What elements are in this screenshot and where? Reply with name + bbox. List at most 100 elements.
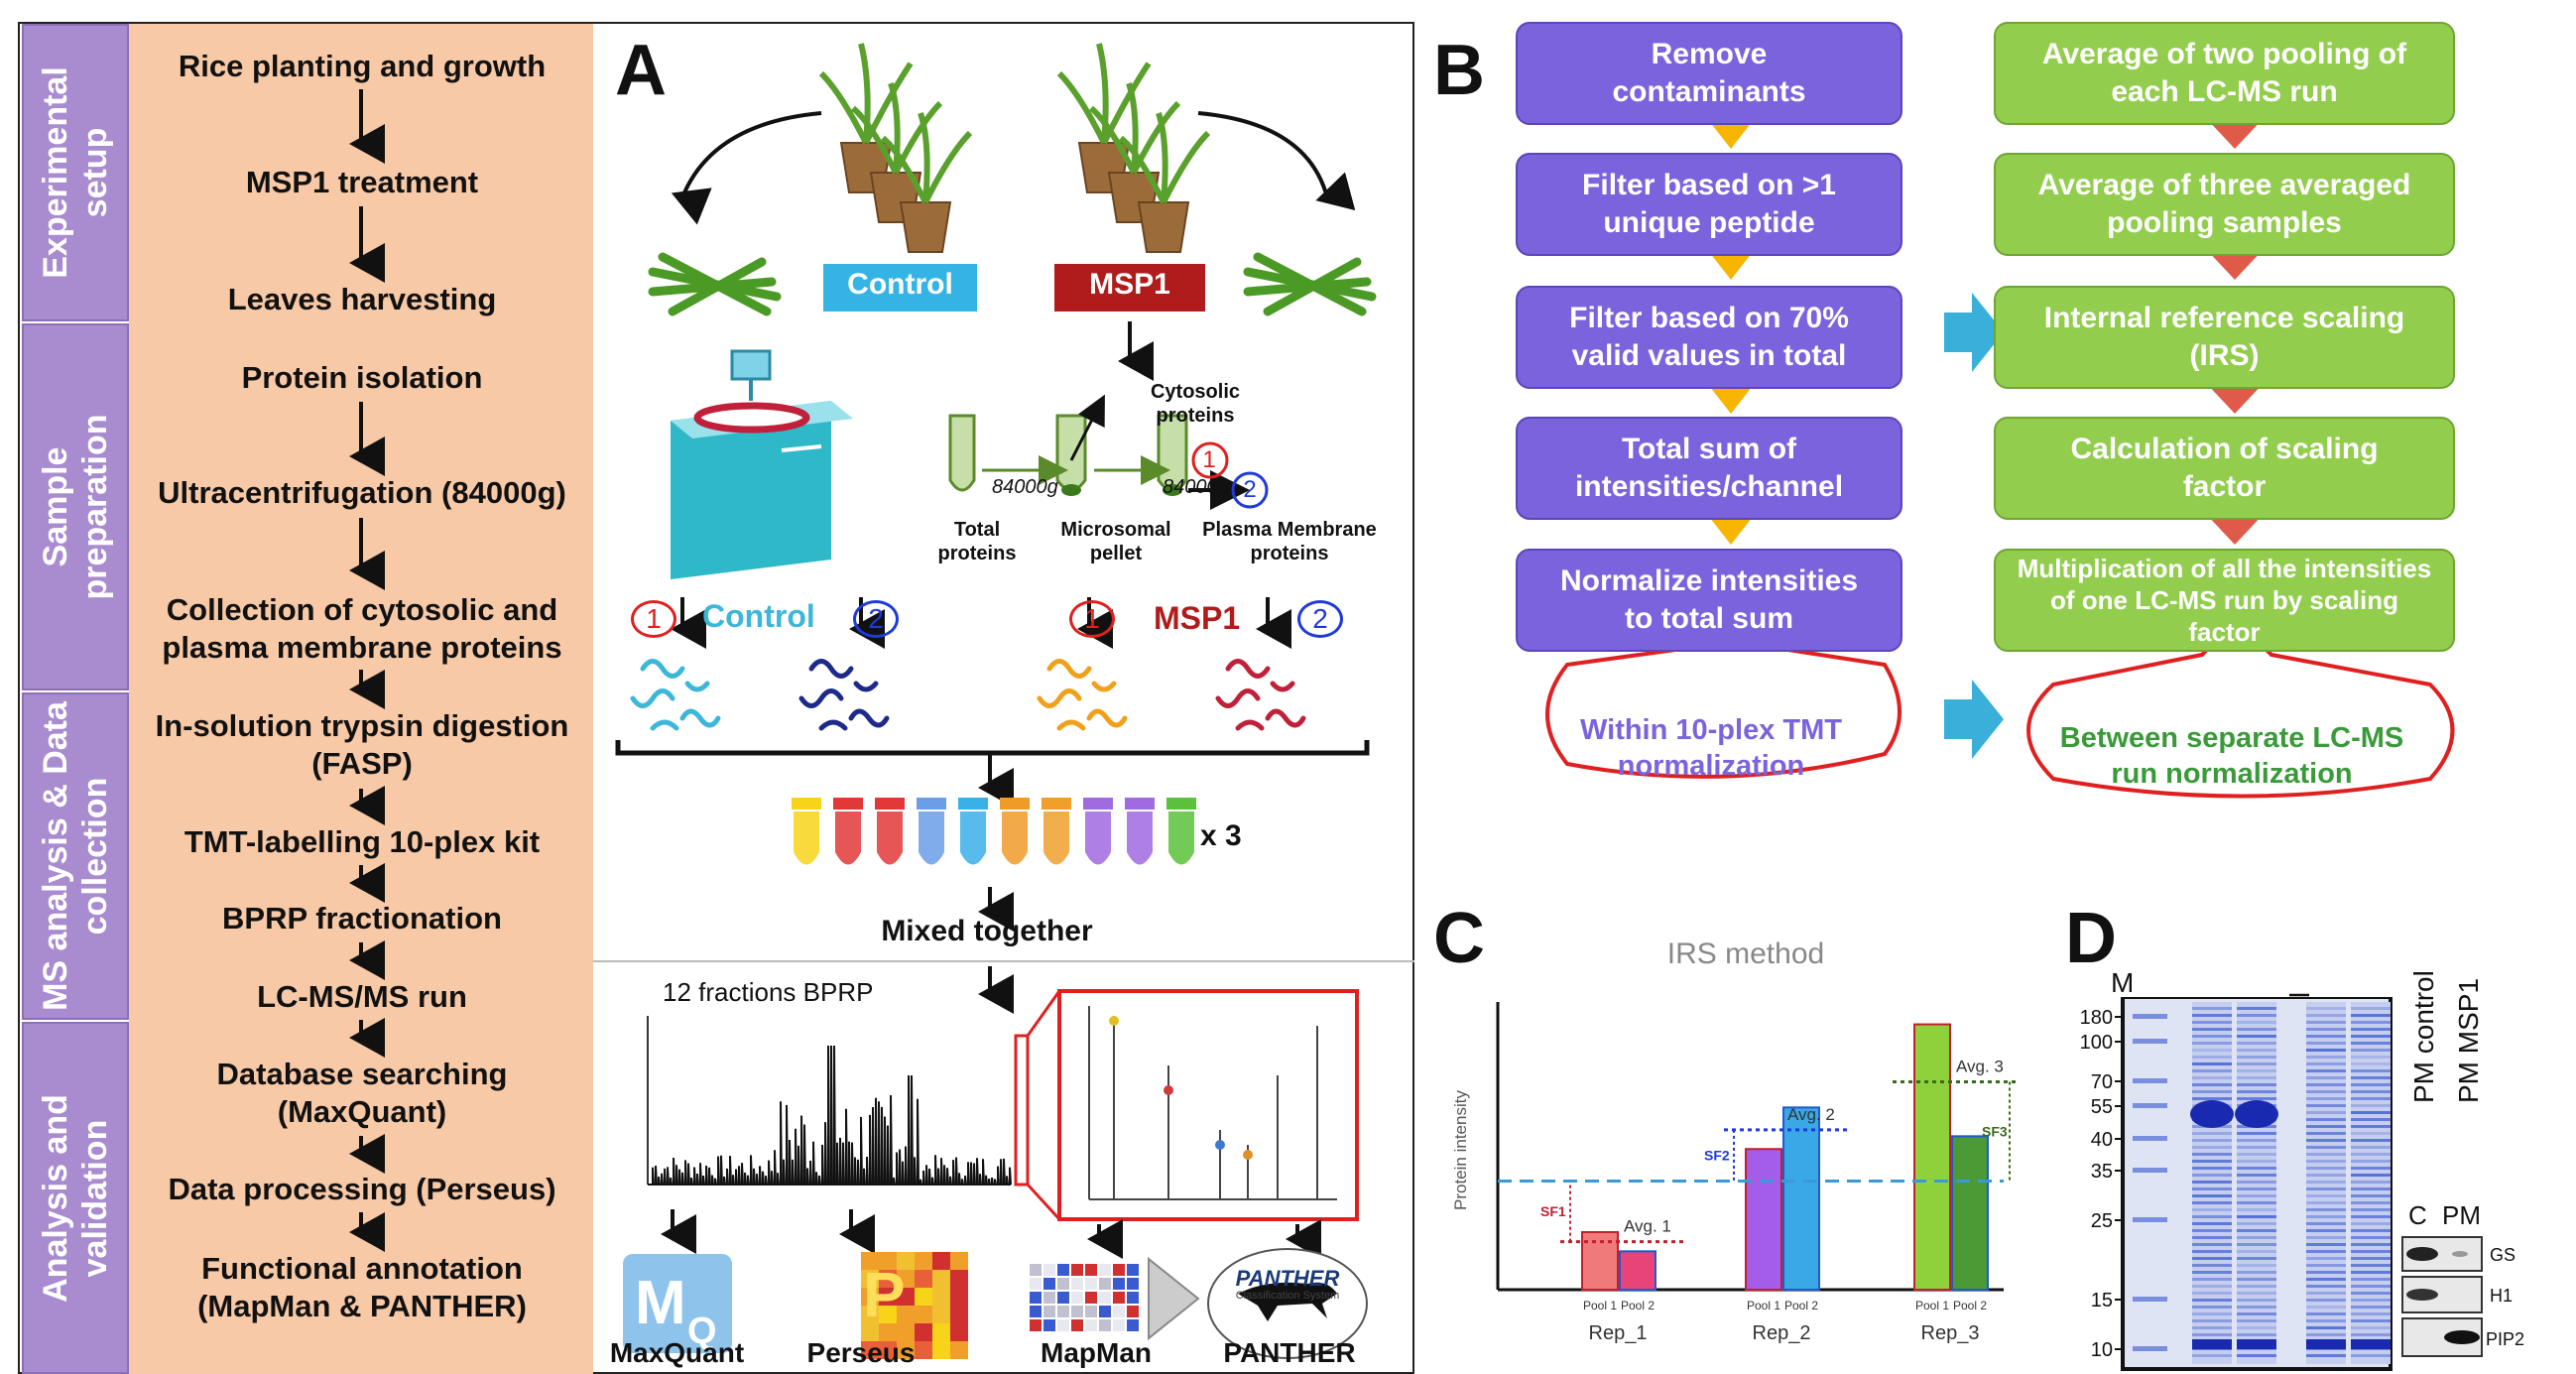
tmt-tube [877,812,903,865]
tool-label: MapMan [1041,1337,1152,1368]
tube-cap [875,798,905,810]
circle-two-label: 2 [1243,476,1257,503]
lane-label: PM control [2408,970,2439,1103]
tmt-tube [835,812,861,865]
workflow-step: Ultracentrifugation (84000g) [158,475,566,510]
step-circle-one [1191,441,1229,479]
peptides-control-membrane [798,659,890,731]
workflow-step: Leaves harvesting [227,282,497,316]
svg-text:Q: Q [687,1311,717,1352]
tmt-tube [794,812,819,865]
cytosolic-proteins-label: Cytosolic proteins [1150,381,1241,427]
blot-column-label: C [2408,1200,2427,1230]
purple-step-label: Total sum of intensities/channel [1574,433,1844,503]
low-band [2351,1339,2391,1349]
chart-title: IRS method [1666,937,1825,970]
tube-cap [958,798,988,810]
mw-marker-label: 55 [2091,1096,2113,1118]
section-label: Analysis and validation [37,1093,114,1303]
potted-plants-control [818,43,973,253]
gel-lane [2351,1002,2391,1364]
purple-step-label: Filter based on >1 unique peptide [1582,169,1836,239]
panel-b-label: B [1433,31,1485,110]
within-tmt-callout: Within 10-plex TMT normalization [1580,714,1842,782]
control-group-label: Control [702,598,815,634]
circle-one-label: 1 [1202,446,1216,473]
workflow-step: Functional annotation (MapMan & PANTHER) [197,1251,527,1323]
green-step-box: Internal reference scaling (IRS) [1994,286,2455,389]
total-proteins-label: Total proteins [937,519,1017,564]
tube-cap [1000,798,1030,810]
tool-label: Perseus [806,1337,916,1368]
tmt-tube [919,812,944,865]
major-band [2235,1100,2278,1128]
marker-band [2133,1136,2167,1141]
purple-step-label: Normalize intensities to total sum [1559,564,1859,635]
scaling-factor-label: SF3 [1982,1124,2008,1140]
panel-c-label: C [1433,899,1485,978]
blot-row-label: PIP2 [2486,1329,2525,1349]
tube-cap [1166,798,1196,810]
peptides-control-cytosolic [630,659,721,731]
tube-cap [833,798,863,810]
msp1-label: MSP1 [1089,268,1170,301]
fraction-circle-label: 1 [1069,600,1115,638]
centrifuge-icon [671,349,853,579]
scaling-factor-label: SF2 [1704,1148,1730,1164]
gel-lane [2306,1002,2346,1364]
control-label: Control [847,268,953,301]
control-tag [823,264,977,312]
bar [1782,1106,1820,1291]
workflow-step: In-solution trypsin digestion (FASP) [155,708,569,781]
tool-label: PANTHER [1223,1337,1356,1368]
section-analysis-validation: Analysis and validation [22,1022,129,1374]
speed-label: 84000g [1163,476,1229,498]
workflow-step: TMT-labelling 10-plex kit [184,824,541,859]
pool-tick-label: Pool 2 [1621,1299,1655,1312]
purple-step-box: Total sum of intensities/channel [1516,417,1902,520]
tmt-tube [1002,812,1028,865]
workflow-arrows [349,89,385,1252]
potted-plants-msp1 [1056,43,1211,253]
workflow-step: Collection of cytosolic and plasma membr… [162,592,562,665]
speed-label: 84000g [992,476,1058,498]
pool-tick-label: Pool 1 [1915,1299,1949,1312]
workflow-step: Database searching (MaxQuant) [216,1057,508,1129]
average-label: Avg. 2 [1787,1105,1835,1124]
tmt-tube [1168,812,1194,865]
pool-tick-label: Pool 2 [1784,1299,1818,1312]
pool-tick-label: Pool 1 [1583,1299,1617,1312]
perseus-logo [861,1252,968,1359]
pool-tick-label: Pool 2 [1953,1299,1987,1312]
marker-band [2133,1078,2167,1083]
green-step-box: Multiplication of all the intensities of… [1994,549,2455,652]
spectrum-zoom [1057,989,1359,1221]
harvested-leaves-control [648,252,782,316]
marker-band [2133,1346,2167,1351]
section-label: Experimental setup [37,66,114,279]
marker-band [2133,1039,2167,1044]
chart-ylabel: Protein intensity [1451,1090,1470,1210]
pool-tick-label: Pool 1 [1747,1299,1780,1312]
average-label: Avg. 3 [1956,1058,2004,1076]
tool-label: MaxQuant [609,1337,745,1368]
bar [1913,1023,1951,1292]
between-lcms-callout: Between separate LC-MS run normalization [2059,722,2404,790]
fraction-circle-label: 1 [631,600,676,638]
workflow-step: LC-MS/MS run [257,979,467,1014]
rep-tick-label: Rep_2 [1753,1322,1811,1344]
mw-marker-label: 40 [2091,1129,2113,1151]
microsomal-pellet-label: Microsomal pellet [1060,519,1171,564]
peptides-msp1-membrane [1215,659,1306,731]
msp1-tag [1054,264,1205,312]
peptides-msp1-cytosolic [1037,659,1128,731]
panther-logo [1207,1248,1368,1359]
marker-band [2133,1297,2167,1302]
mw-marker-label: 10 [2091,1339,2113,1361]
marker-band [2133,1014,2167,1019]
mw-marker-label: 15 [2091,1290,2113,1312]
blot-column-label: PM [2442,1200,2481,1230]
marker-band [2133,1217,2167,1222]
section-experimental-setup: Experimental setup [22,24,129,321]
